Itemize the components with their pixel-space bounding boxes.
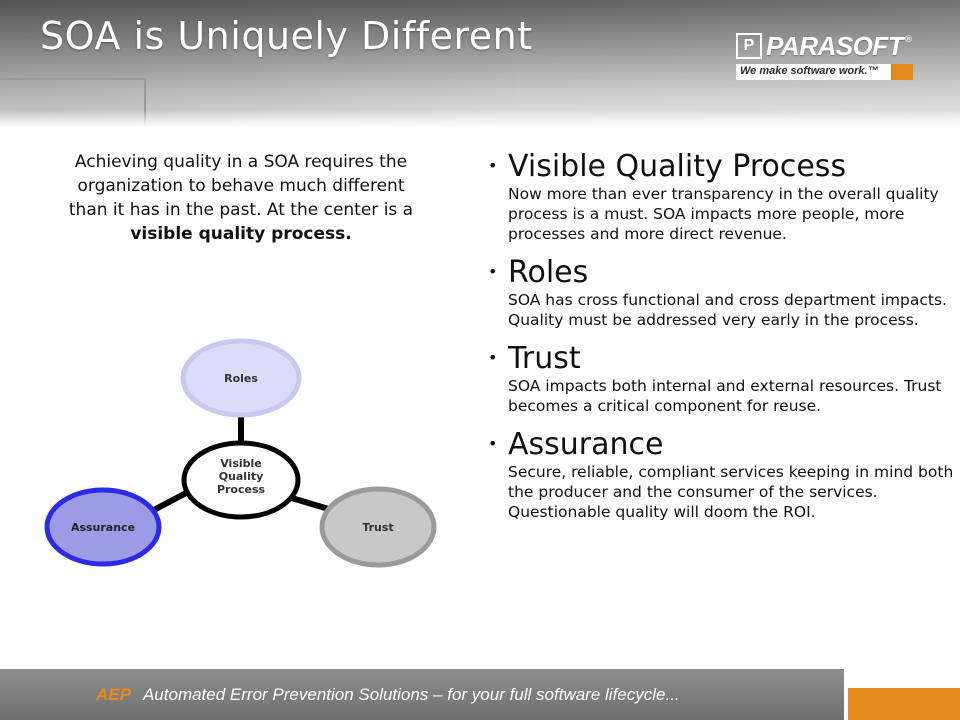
- bullet-item-assurance: • Assurance Secure, reliable, compliant …: [488, 428, 958, 522]
- intro-text: Achieving quality in a SOA requires the …: [68, 152, 414, 220]
- intro-paragraph: Achieving quality in a SOA requires the …: [68, 150, 414, 246]
- node-center: [181, 440, 301, 520]
- node-assurance: [44, 487, 162, 567]
- parasoft-logo: P PARASOFT ® We make software work.™: [736, 31, 918, 85]
- bullet-heading: Trust: [508, 341, 581, 376]
- connector-assurance: [148, 489, 190, 515]
- logo-mark-icon: P: [736, 33, 762, 59]
- node-center-line-2: Quality: [219, 470, 264, 483]
- bullet-dot-icon: •: [488, 156, 498, 175]
- logo-tagline: We make software work.™: [736, 64, 918, 80]
- node-trust: [319, 486, 437, 568]
- bullet-dot-icon: •: [488, 262, 498, 281]
- node-trust-label: Trust: [362, 521, 393, 534]
- logo-tagline-text: We make software work.™: [736, 64, 891, 80]
- quality-diagram-svg: Roles Trust Assurance Visible Quality Pr…: [44, 338, 437, 568]
- node-center-line-3: Process: [217, 483, 266, 496]
- slide-title: SOA is Uniquely Different: [40, 14, 533, 58]
- bullet-heading: Roles: [508, 255, 589, 290]
- bullet-item-trust: • Trust SOA impacts both internal and ex…: [488, 342, 958, 416]
- bullet-body: Secure, reliable, compliant services kee…: [508, 463, 954, 521]
- bullet-body: Now more than ever transparency in the o…: [508, 185, 939, 243]
- logo-tagline-accent: [891, 64, 913, 80]
- logo-name: PARASOFT: [766, 30, 904, 61]
- footer-text: AEP Automated Error Prevention Solutions …: [96, 685, 680, 705]
- node-roles: [180, 338, 302, 418]
- quality-diagram: Roles Trust Assurance Visible Quality Pr…: [0, 320, 460, 600]
- bullet-heading: Assurance: [508, 427, 664, 462]
- bullet-item-visible-quality-process: • Visible Quality Process Now more than …: [488, 150, 958, 244]
- footer-tagline: Automated Error Prevention Solutions – f…: [142, 684, 680, 704]
- footer-accent: [848, 688, 960, 720]
- slide-footer: AEP Automated Error Prevention Solutions …: [0, 669, 844, 720]
- bullet-dot-icon: •: [488, 434, 498, 453]
- node-roles-label: Roles: [224, 372, 258, 385]
- bullet-heading: Visible Quality Process: [508, 149, 847, 184]
- node-center-line-1: Visible: [220, 457, 262, 470]
- bullet-list: • Visible Quality Process Now more than …: [488, 150, 958, 534]
- footer-aep: AEP: [96, 684, 131, 704]
- header-fade: [0, 110, 960, 128]
- bullet-body: SOA impacts both internal and external r…: [508, 377, 942, 415]
- node-assurance-label: Assurance: [71, 521, 135, 534]
- intro-emphasis: visible quality process.: [130, 224, 352, 244]
- bullet-item-roles: • Roles SOA has cross functional and cro…: [488, 256, 958, 330]
- logo-registered-mark: ®: [904, 35, 914, 45]
- bullet-body: SOA has cross functional and cross depar…: [508, 291, 947, 329]
- logo-row: P PARASOFT ®: [736, 31, 918, 61]
- header-step-decoration: [0, 78, 146, 128]
- bullet-dot-icon: •: [488, 348, 498, 367]
